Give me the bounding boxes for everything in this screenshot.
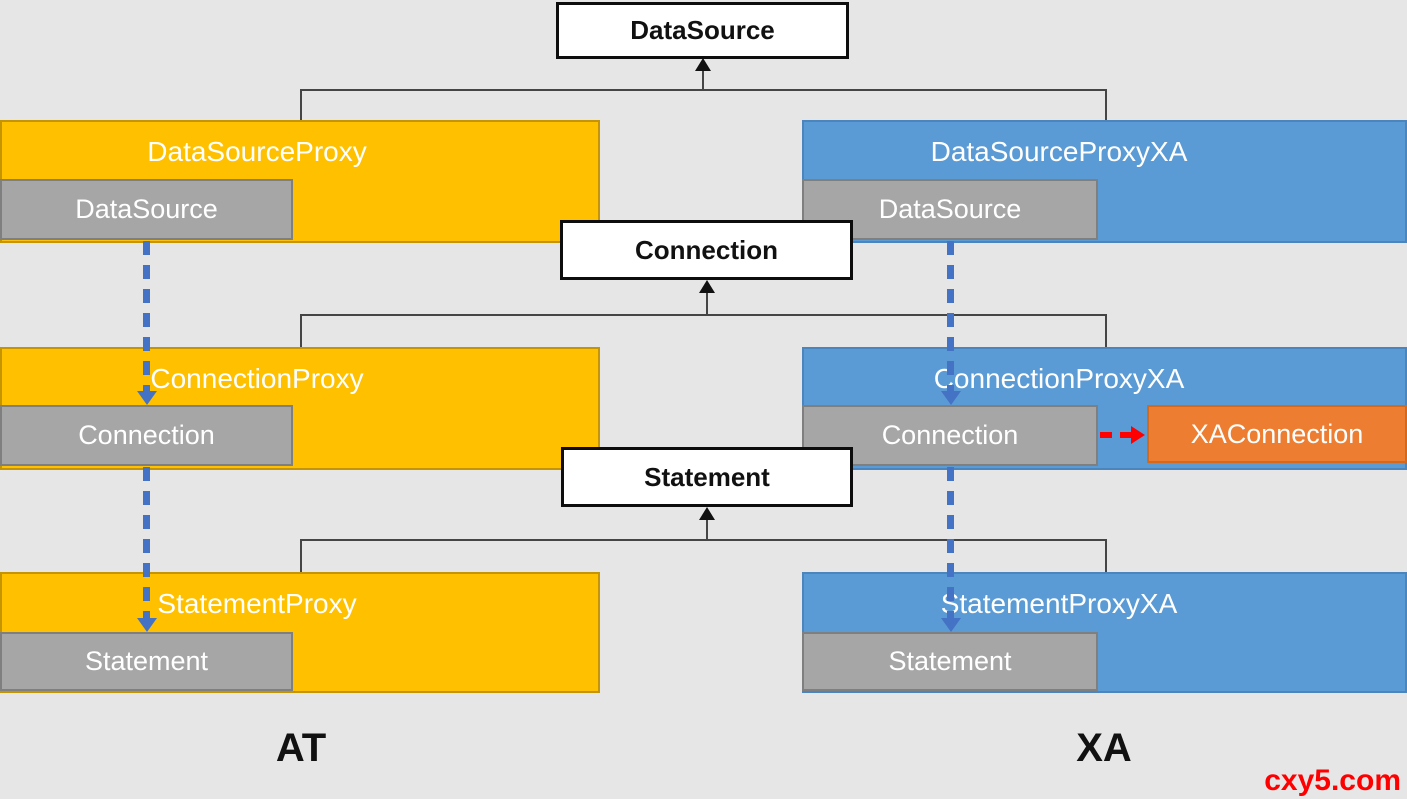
delegation-dashed-arrow-shaft [947, 467, 954, 618]
inheritance-arrow-shaft-connection [706, 291, 708, 315]
delegation-dashed-arrow-shaft [143, 241, 150, 391]
connector-stub-left-datasource [300, 90, 302, 121]
inheritance-arrowhead-icon [699, 280, 715, 293]
xa-delegate-arrowhead-icon [1131, 426, 1145, 444]
connector-stub-right-connection [1105, 315, 1107, 347]
connector-rail-connection [300, 314, 1107, 316]
at-datasourceproxy-label: DataSourceProxy [147, 136, 367, 167]
at-inner-statement-box: Statement [0, 632, 293, 691]
interface-label-statement: Statement [644, 461, 770, 492]
connector-stub-left-connection [300, 315, 302, 347]
delegation-arrowhead-icon [941, 391, 961, 405]
delegation-arrowhead-icon [137, 391, 157, 405]
inheritance-arrow-shaft-statement [706, 518, 708, 540]
at-inner-connection-box: Connection [0, 405, 293, 466]
xa-inner-statement-label: Statement [888, 646, 1012, 676]
inheritance-arrowhead-icon [699, 507, 715, 520]
connector-stub-left-statement [300, 540, 302, 572]
xa-connectionproxyxa-label: ConnectionProxyXA [933, 363, 1185, 394]
xa-statementproxyxa-label: StatementProxyXA [940, 588, 1178, 619]
interface-box-connection: Connection [560, 220, 853, 280]
interface-box-datasource: DataSource [556, 2, 849, 59]
watermark-text: cxy5.com [1264, 764, 1401, 797]
xa-mode-label: XA [1076, 726, 1132, 770]
delegation-arrowhead-icon [137, 618, 157, 632]
xa-inner-datasource-label: DataSource [878, 194, 1022, 224]
delegation-dashed-arrow-shaft [143, 467, 150, 618]
xa-delegate-dashed-arrow-shaft [1100, 432, 1132, 438]
connector-stub-right-statement [1105, 540, 1107, 572]
at-inner-statement-label: Statement [84, 646, 209, 676]
xa-inner-connection-label: Connection [881, 420, 1019, 450]
xa-connection-label: XAConnection [1190, 418, 1364, 449]
delegation-arrowhead-icon [941, 618, 961, 632]
xa-inner-statement-box: Statement [802, 632, 1098, 691]
delegation-dashed-arrow-shaft [947, 241, 954, 391]
inheritance-arrowhead-icon [695, 58, 711, 71]
at-mode-label: AT [275, 726, 327, 770]
at-connectionproxy-label: ConnectionProxy [150, 363, 364, 394]
inheritance-arrow-shaft-datasource [702, 70, 704, 91]
connector-rail-statement [300, 539, 1107, 541]
at-inner-datasource-box: DataSource [0, 179, 293, 240]
at-inner-datasource-label: DataSource [75, 194, 218, 224]
interface-label-connection: Connection [635, 234, 778, 265]
connector-stub-right-datasource [1105, 90, 1107, 121]
at-statementproxy-label: StatementProxy [157, 588, 357, 619]
interface-box-statement: Statement [561, 447, 853, 507]
at-inner-connection-label: Connection [78, 420, 215, 450]
xa-datasourceproxyxa-label: DataSourceProxyXA [930, 136, 1188, 167]
xa-connection-box: XAConnection [1147, 405, 1407, 463]
interface-label-datasource: DataSource [630, 15, 775, 45]
